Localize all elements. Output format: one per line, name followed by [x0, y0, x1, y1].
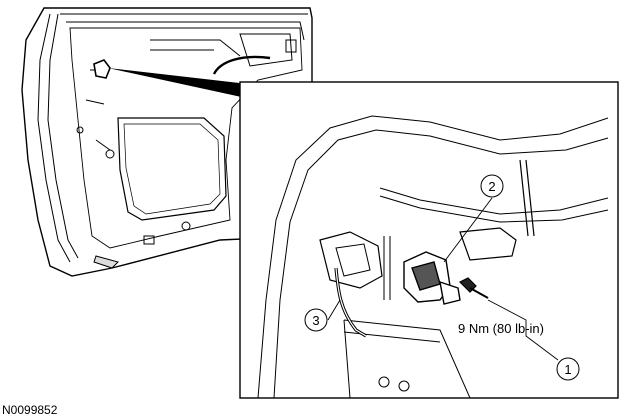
door-bolt-1: [105, 149, 115, 159]
torque-spec-label: 9 Nm (80 lb-in): [458, 321, 544, 336]
reference-code: N0099852: [2, 403, 58, 417]
door-top-frame-2: [66, 21, 305, 41]
inset-latch-rod: [519, 159, 535, 237]
component-cable-core: [335, 267, 367, 337]
door-inner-edge: [37, 13, 71, 263]
door-rib-3: [239, 33, 293, 67]
door-bottom-trim: [93, 255, 119, 269]
door-inner-panel: [69, 27, 303, 249]
overview-target-part: [93, 59, 111, 79]
callout-3: 3: [304, 308, 328, 332]
inset-door-ledge-2: [379, 195, 609, 223]
door-bracket-upper: [285, 39, 297, 53]
component-bolt: [458, 277, 489, 299]
inset-door-skin-inner: [273, 129, 609, 399]
door-bolt-2: [181, 221, 191, 231]
door-handle-cable: [212, 55, 271, 75]
door-inner-edge-2: [47, 13, 79, 259]
inset-door-skin: [257, 115, 609, 399]
callout-1: 1: [556, 357, 580, 381]
callout-1-label: 1: [564, 362, 571, 377]
door-bolt-3: [76, 126, 84, 134]
zoom-wedge: [108, 68, 248, 98]
inset-lock-housing: [319, 231, 383, 289]
inset-bolt-a: [378, 376, 390, 388]
door-opening-inner: [123, 123, 221, 215]
door-opening: [117, 117, 227, 221]
leader-2: [443, 197, 493, 263]
door-bracket-lower: [143, 235, 155, 245]
component-actuator: [403, 251, 461, 305]
detail-inset: 2 3 1 9 Nm (80 lb-in): [239, 81, 619, 399]
inset-frame: [239, 81, 619, 399]
inset-door-ledge: [379, 187, 609, 215]
callout-3-label: 3: [312, 313, 319, 328]
leader-torque: [487, 299, 559, 361]
inset-mount-bracket: [459, 227, 517, 261]
inset-bolt-b: [398, 380, 410, 392]
inset-rod-vertical: [383, 236, 391, 300]
door-rib-2: [150, 39, 241, 57]
leader-3: [327, 299, 341, 321]
callout-2-label: 2: [488, 179, 495, 194]
callout-2: 2: [480, 174, 504, 198]
inset-lock-housing-detail: [335, 243, 371, 277]
